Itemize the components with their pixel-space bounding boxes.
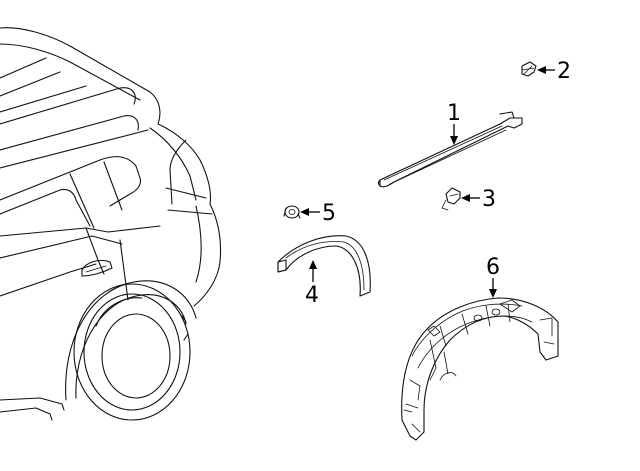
part-6-fender-liner: [401, 297, 559, 441]
callout-3: 3: [461, 187, 496, 212]
part-5-clip: [283, 205, 301, 219]
callout-6-label: 6: [486, 255, 500, 280]
part-3-clip: [441, 187, 461, 211]
callout-1-label: 1: [447, 101, 461, 126]
callout-2-label: 2: [557, 59, 571, 84]
part-2-clip: [521, 61, 537, 77]
callout-5-label: 5: [322, 201, 336, 226]
callout-5: 5: [300, 201, 336, 226]
part-4-arch-moulding: [277, 235, 371, 297]
vehicle-outline: [0, 27, 222, 421]
callout-2: 2: [537, 59, 571, 84]
callout-1: 1: [447, 101, 461, 145]
callout-4-label: 4: [305, 283, 319, 308]
part-1-door-moulding: [377, 111, 523, 188]
callout-4: 4: [305, 260, 319, 308]
callout-3-label: 3: [482, 187, 496, 212]
callout-6: 6: [486, 255, 500, 298]
